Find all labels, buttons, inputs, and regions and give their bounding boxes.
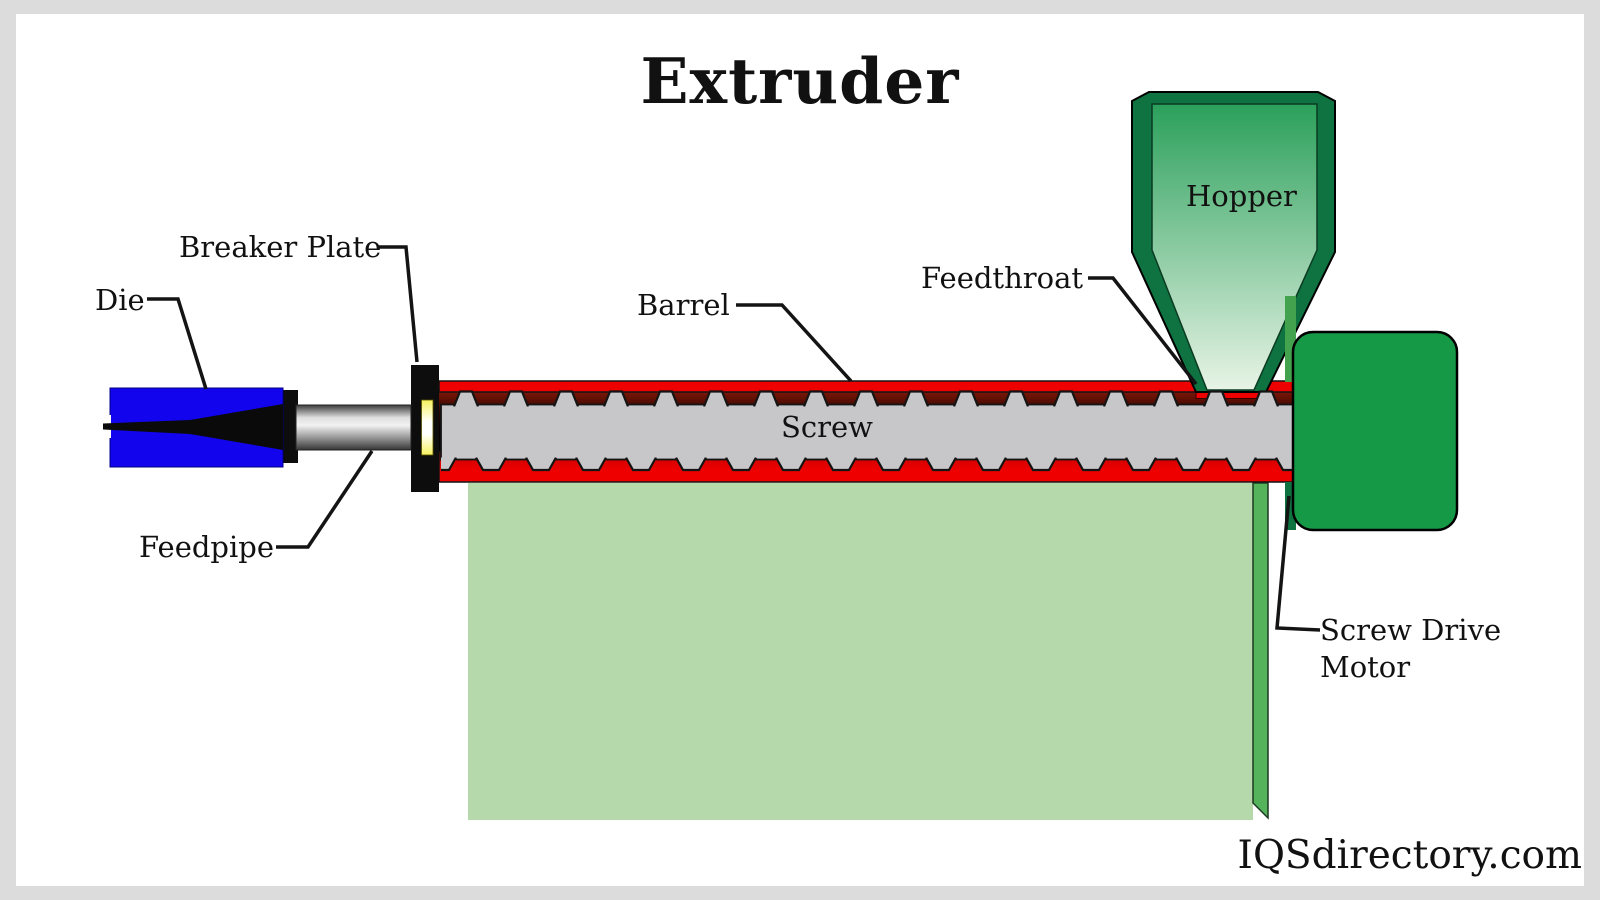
base-side-edge bbox=[1252, 482, 1269, 820]
screw-flights-bottom bbox=[441, 457, 1293, 472]
watermark: IQSdirectory.com bbox=[1237, 833, 1582, 878]
die-leader-line bbox=[147, 297, 208, 390]
hopper-wall-edge-upper bbox=[1285, 296, 1296, 382]
screw-drive-motor-label: Screw Drive Motor bbox=[1320, 613, 1502, 684]
feedpipe-leader-line bbox=[276, 450, 374, 549]
feedthroat-leader-line bbox=[1088, 276, 1198, 386]
base-body bbox=[468, 483, 1253, 820]
hopper-label: Hopper bbox=[1186, 179, 1297, 213]
screw-drive-motor-leader-line bbox=[1275, 495, 1321, 632]
die-channel bbox=[103, 404, 283, 450]
die-label: Die bbox=[95, 283, 145, 317]
screw-drive-motor-body bbox=[1291, 330, 1459, 532]
breaker-plate-seal bbox=[421, 399, 434, 456]
feedthroat-label: Feedthroat bbox=[921, 261, 1084, 295]
feedpipe-label: Feedpipe bbox=[139, 530, 274, 564]
screw-label: Screw bbox=[781, 410, 873, 444]
breaker-plate-leader-line bbox=[379, 245, 419, 363]
feedpipe-collar bbox=[283, 390, 298, 463]
diagram-title: Extruder bbox=[640, 44, 960, 118]
barrel-label: Barrel bbox=[637, 288, 730, 322]
hopper-wall-edge-lower bbox=[1285, 482, 1296, 530]
feedpipe-shape bbox=[295, 404, 412, 451]
screw-flights-top bbox=[441, 389, 1293, 407]
breaker-plate-label: Breaker Plate bbox=[179, 230, 382, 264]
barrel-leader-line bbox=[736, 303, 853, 383]
